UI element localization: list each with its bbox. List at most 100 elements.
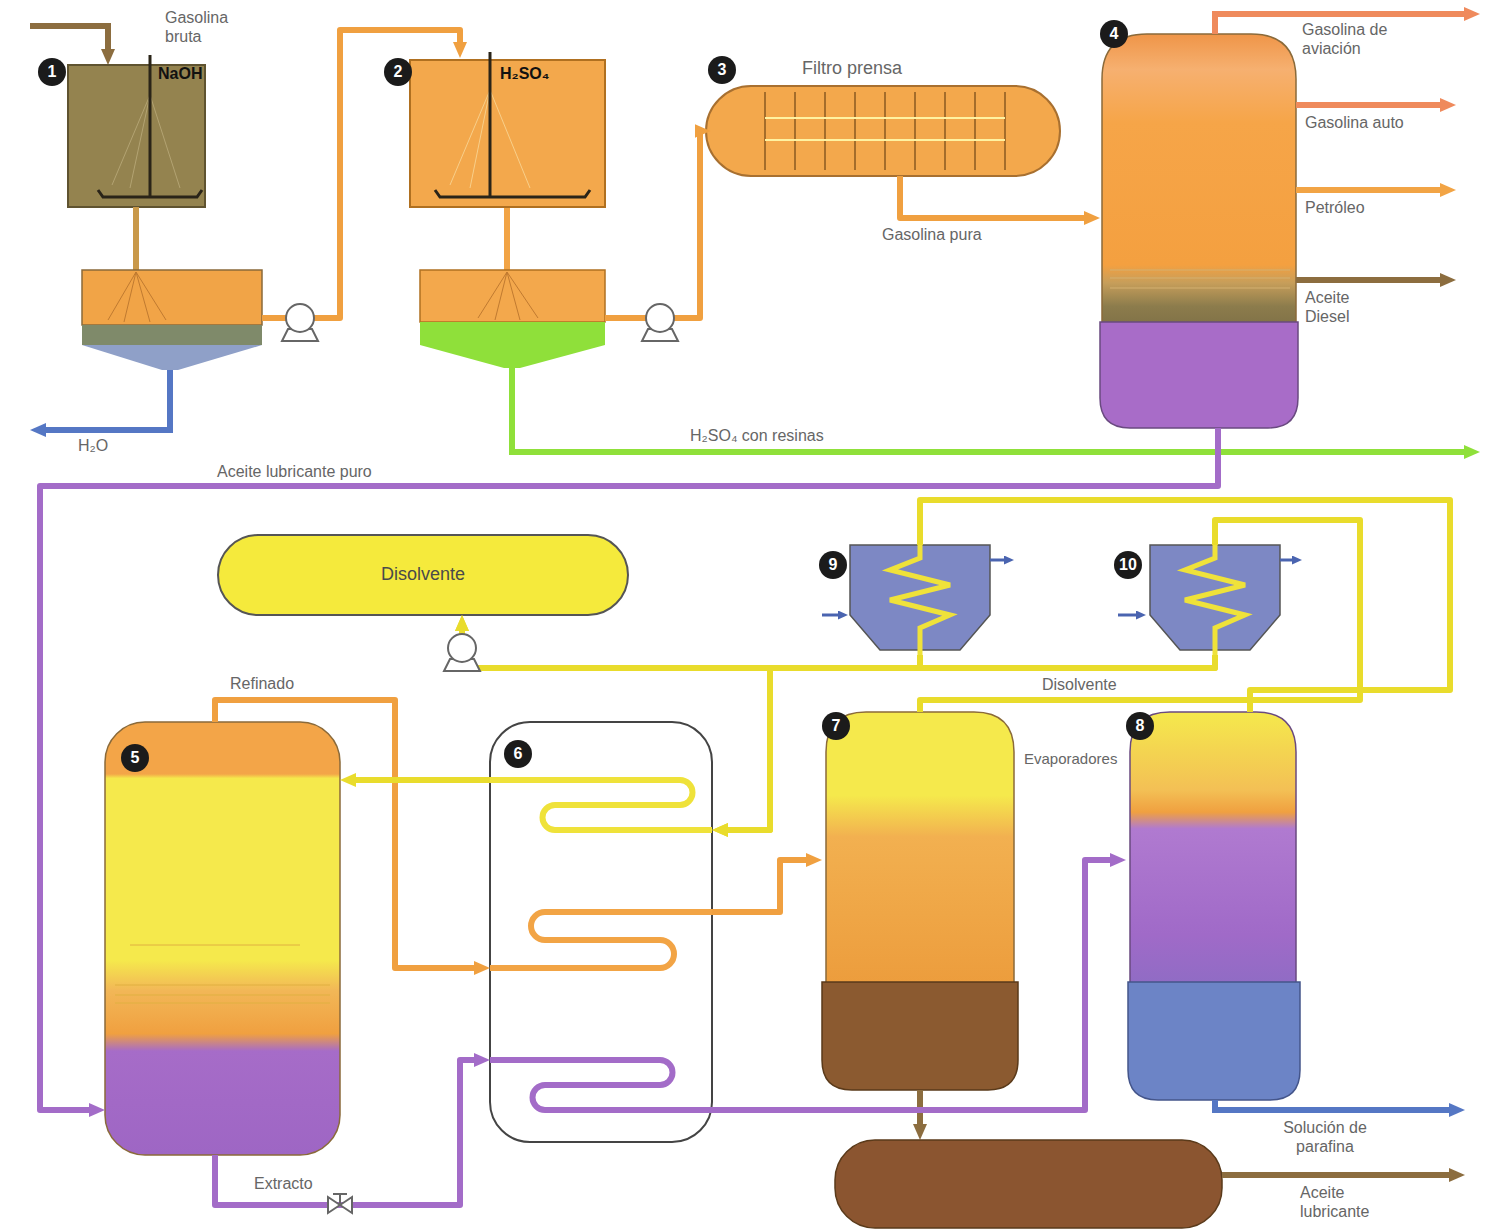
transfer-pipe	[504, 207, 510, 270]
heat-exchanger	[490, 722, 712, 1142]
mixer-tank	[435, 190, 590, 197]
chemical-label: NaOH	[158, 64, 202, 83]
cooler: 9	[819, 545, 1000, 655]
stream-label: H₂O	[78, 436, 108, 455]
cooler	[990, 559, 1008, 562]
edge-label: Refinado	[228, 674, 296, 693]
pump-symbol	[642, 304, 678, 341]
cooler	[822, 545, 1008, 655]
stream-label: Aceite Diesel	[1305, 288, 1385, 326]
product-outlet	[1296, 102, 1446, 108]
extraction-column	[115, 945, 330, 1003]
valve-symbol	[328, 1194, 352, 1213]
callout-number: 2	[384, 58, 412, 86]
evaporator: 8	[1126, 712, 1300, 1100]
evaporator	[822, 712, 1018, 1090]
mixer-tank	[150, 95, 180, 188]
evaporator	[1128, 712, 1300, 1100]
mixer-tank	[470, 90, 490, 188]
feed-pipe	[30, 26, 108, 55]
filter-press	[765, 118, 1005, 140]
acid-outlet	[512, 368, 1470, 452]
pipe-connector	[462, 625, 920, 668]
callout-number: 4	[1100, 20, 1128, 48]
callout-number: 10	[1114, 551, 1142, 579]
pipe-connector	[40, 428, 1218, 1110]
settler-tank	[420, 322, 605, 345]
stream-label: Evaporadores	[1024, 750, 1117, 768]
extraction-column: 5	[105, 722, 340, 1155]
tank-label: Disolvente	[381, 564, 465, 586]
callout-number: 6	[504, 740, 532, 768]
solvent-tank	[218, 535, 628, 615]
edge-label: Extracto	[252, 1174, 315, 1193]
extraction-column	[105, 722, 340, 1155]
stream-label: H₂SO₄ con resinas	[690, 426, 824, 445]
pump-symbol	[286, 304, 314, 332]
pump-symbol	[646, 304, 674, 332]
stream-label: Gasolina auto	[1305, 113, 1435, 132]
callout-number: 3	[708, 56, 736, 84]
pipe-connector	[462, 625, 1215, 668]
distillation-column: 4	[1100, 20, 1298, 428]
filter-press: 3 Filtro prensa	[706, 56, 1060, 176]
stream-label: Aceite lubricante	[1300, 1183, 1400, 1221]
distillation-column	[1110, 270, 1290, 288]
stream-label: Gasolina bruta	[165, 8, 245, 46]
settler-tank	[420, 270, 605, 368]
mixer-tank	[68, 65, 205, 207]
callout-number: 8	[1126, 712, 1154, 740]
stream-label: Solución de parafina	[1270, 1118, 1380, 1156]
settler-tank	[478, 272, 538, 320]
stream-label: Petróleo	[1305, 198, 1365, 217]
cooler	[1118, 614, 1140, 617]
mixer-settler: 1 NaOH	[38, 58, 262, 370]
mixer-tank	[490, 90, 530, 188]
pipe-connector	[712, 860, 1116, 1110]
acid-outlet	[512, 368, 1470, 452]
filter-press	[706, 86, 1060, 176]
settler-tank	[82, 345, 262, 370]
transfer-pipe	[133, 207, 139, 270]
mixer-settler: 2H₂SO₄	[384, 58, 605, 368]
pump-symbol	[282, 304, 318, 341]
valve-symbol	[333, 1194, 347, 1205]
cooler	[890, 545, 950, 655]
paraffin-outlet	[1215, 1100, 1455, 1110]
distillation-column	[1100, 34, 1298, 428]
pipe-connector	[920, 500, 1450, 712]
settler-tank	[420, 345, 605, 368]
pump-symbol	[444, 634, 480, 671]
pipe-connector	[262, 30, 460, 318]
feed-pipe	[30, 26, 108, 55]
filter-press	[706, 86, 1060, 176]
unit-title: Filtro prensa	[802, 58, 902, 80]
pipe-connector	[900, 176, 1090, 218]
edge-label: Aceite lubricante puro	[215, 462, 374, 481]
mixer-tank	[489, 52, 492, 196]
product-outlet	[1215, 14, 1470, 280]
heat-exchanger	[490, 912, 712, 968]
cooler: 10	[1114, 545, 1280, 655]
callout-number: 1	[38, 58, 66, 86]
callout-number: 9	[819, 551, 847, 579]
settler-tank	[82, 325, 262, 345]
cooler	[1280, 559, 1296, 562]
lube-oil-tank	[1222, 1172, 1455, 1178]
solvent-tank	[218, 535, 628, 615]
settler-tank	[420, 270, 605, 322]
evaporator	[1130, 712, 1296, 990]
evaporator	[1128, 982, 1300, 1100]
callout-number: 5	[121, 744, 149, 772]
lube-oil-tank	[835, 1140, 1222, 1228]
cooler	[822, 614, 842, 617]
mixer-tank	[68, 55, 205, 207]
callout-number: 7	[822, 712, 850, 740]
filter-press	[765, 92, 1005, 170]
heat-exchanger	[490, 780, 712, 830]
water-outlet	[40, 370, 170, 430]
settler-tank	[82, 270, 262, 370]
